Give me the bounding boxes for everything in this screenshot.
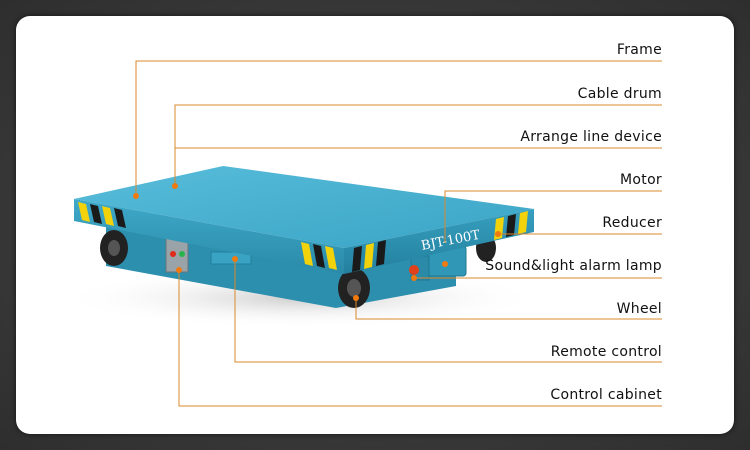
label-motor: Motor <box>620 172 662 188</box>
label-control-cabinet: Control cabinet <box>550 387 662 403</box>
dot-wheel <box>353 295 359 301</box>
leader-motor <box>444 190 662 243</box>
diagram-card: BJT-100T <box>16 16 734 434</box>
deck-side-left <box>74 199 344 274</box>
wheels <box>100 230 496 308</box>
rail-cart-illustration: BJT-100T <box>61 60 662 407</box>
dot-motor <box>442 261 448 267</box>
cabinet-red-light <box>170 251 176 257</box>
label-reducer: Reducer <box>602 215 662 231</box>
dot-cable-drum <box>172 183 178 189</box>
dot-cabinet <box>176 267 182 273</box>
leader-lines <box>135 60 662 407</box>
deck-top <box>74 166 534 248</box>
remote-control-box <box>210 251 252 265</box>
hazard-stripes-left <box>78 202 337 270</box>
label-frame: Frame <box>616 42 662 58</box>
hazard-stripes-right <box>352 211 528 272</box>
label-wheel: Wheel <box>616 301 662 317</box>
dot-remote <box>232 256 238 262</box>
leader-cable-drum <box>174 104 662 185</box>
leader-control-cabinet <box>178 270 662 407</box>
dot-alarm <box>411 275 417 281</box>
label-arrange-line-device: Arrange line device <box>520 129 662 145</box>
label-cable-drum: Cable drum <box>577 86 662 102</box>
leader-wheel <box>355 298 662 320</box>
alarm-lamp <box>409 265 419 275</box>
label-alarm-lamp: Sound&light alarm lamp <box>485 258 662 274</box>
leader-frame <box>135 60 662 195</box>
leader-remote-control <box>234 259 662 363</box>
label-remote-control: Remote control <box>550 344 662 360</box>
dot-reducer <box>495 231 501 237</box>
cabinet-green-light <box>179 251 185 257</box>
deck-side-right <box>344 209 534 274</box>
dot-frame <box>133 193 139 199</box>
anchor-dots <box>133 183 501 301</box>
